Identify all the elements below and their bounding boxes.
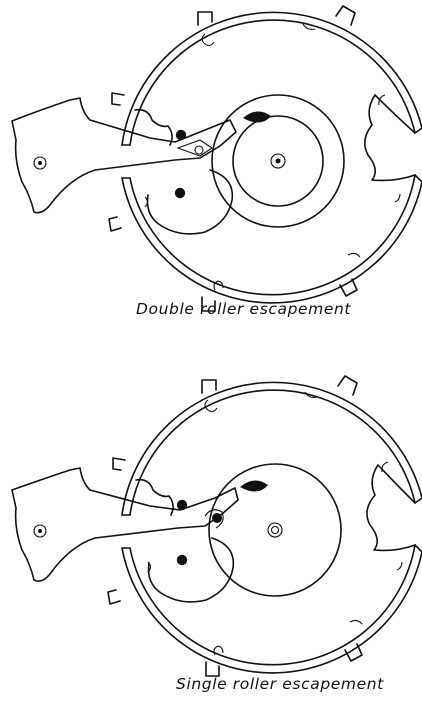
balance-roller-top xyxy=(211,94,345,228)
banking-pin-upper-bottom xyxy=(176,499,188,511)
staff-outer-top xyxy=(270,153,286,169)
double-roller-figure xyxy=(11,5,422,312)
guard-pin-bottom xyxy=(212,513,222,523)
rim-notch-left-top xyxy=(134,108,173,146)
staff-inner-bottom xyxy=(270,525,280,535)
impulse-jewel-bottom xyxy=(240,480,268,492)
caption-double-roller: Double roller escapement xyxy=(136,300,352,318)
banking-pin-upper-top xyxy=(175,129,187,141)
pallet-frame-bottom xyxy=(147,537,235,603)
rim-tabs-top xyxy=(108,5,358,312)
banking-pin-lower-top xyxy=(174,187,186,199)
banking-pin-lower-bottom xyxy=(176,554,188,566)
impulse-jewel-top xyxy=(243,111,271,123)
rim-notch-left-bottom xyxy=(135,478,174,516)
pallet-lever-top xyxy=(11,97,237,214)
safety-roller-top xyxy=(232,115,324,207)
staff-outer-bottom xyxy=(267,522,283,538)
staff-center-top xyxy=(275,158,281,164)
rim-break-right-bottom xyxy=(366,464,416,552)
rim-break-right-top xyxy=(364,94,416,182)
single-roller-figure xyxy=(11,375,422,677)
escape-wheel-rim-bottom xyxy=(121,381,422,674)
escape-teeth-bottom xyxy=(147,391,403,656)
escape-wheel-rim-top xyxy=(121,11,422,304)
pallet-lever-bottom xyxy=(11,467,239,582)
caption-single-roller: Single roller escapement xyxy=(176,675,384,693)
pallet-frame-top xyxy=(146,169,234,235)
rim-tabs-bottom xyxy=(107,375,363,677)
escape-teeth-top xyxy=(144,23,401,291)
balance-roller-bottom xyxy=(208,463,342,597)
